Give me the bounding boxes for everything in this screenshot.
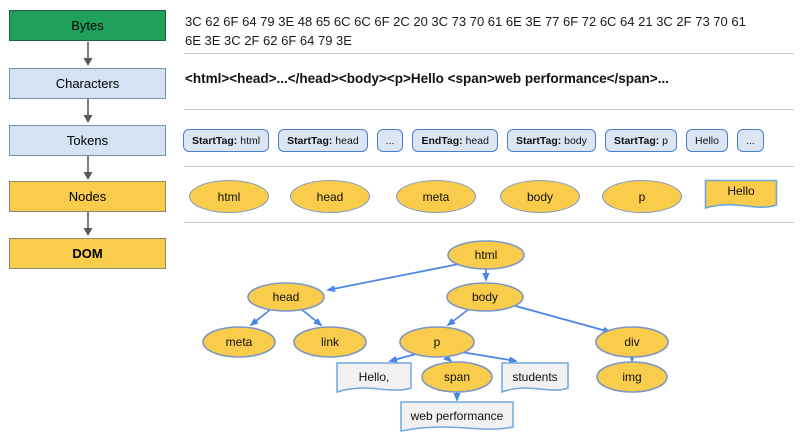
tree-textnode-webperf: [400, 401, 514, 432]
token-value: head: [462, 134, 489, 147]
tree-node-label: head: [273, 290, 300, 304]
text-node-hello: Hello: [704, 179, 778, 213]
node-label: Hello: [727, 184, 755, 198]
row-divider: [184, 166, 794, 167]
row-divider: [184, 53, 794, 54]
bytes-hex-line1: 3C 62 6F 64 79 3E 48 65 6C 6C 6F 2C 20 3…: [185, 14, 746, 29]
tree-node-label: web performance: [410, 409, 504, 423]
tree-node-label: Hello,: [359, 370, 390, 384]
stage-tokens: Tokens: [9, 125, 166, 156]
tree-textnode-hello: [336, 362, 412, 394]
tree-node-label: meta: [226, 335, 253, 349]
tree-node-label: body: [472, 290, 498, 304]
token-tag: StartTag:: [287, 134, 333, 147]
row-divider: [184, 222, 794, 223]
edge-html-head: [326, 263, 460, 293]
tree-node-label: div: [624, 335, 639, 349]
tree-node-label: html: [475, 248, 498, 262]
node-ellipse-meta: meta: [396, 180, 476, 213]
node-ellipse-body: body: [500, 180, 580, 213]
tree-node-label: img: [622, 370, 641, 384]
token-value: body: [561, 134, 587, 147]
tree-node-p: [399, 326, 475, 358]
dom-tree: html head body meta link p div span img …: [202, 240, 669, 432]
stage-dom: DOM: [9, 238, 166, 269]
stage-label: Bytes: [71, 18, 104, 33]
token-value: ...: [385, 134, 395, 147]
stage-nodes: Nodes: [9, 181, 166, 212]
token-tag: StartTag:: [515, 134, 562, 147]
bytes-hex-line2: 6E 3E 3C 2F 62 6F 64 79 3E: [185, 33, 352, 48]
edge-head-link: [300, 308, 323, 327]
tree-textnode-students: [501, 362, 569, 394]
token-pill: Hello: [686, 129, 728, 152]
token-pill: ...: [376, 129, 404, 152]
tokens-row: StartTag: html StartTag: head ... EndTag…: [183, 129, 764, 152]
node-label: head: [316, 189, 344, 204]
node-label: body: [526, 189, 554, 204]
tree-node-label: students: [512, 370, 557, 384]
tree-node-label: span: [444, 370, 470, 384]
tree-node-label: link: [321, 335, 340, 349]
token-value: html: [237, 134, 261, 147]
token-pill: StartTag: p: [604, 129, 678, 152]
token-value: p: [659, 134, 669, 147]
document-shape-icon: [704, 179, 778, 210]
token-pill: ...: [736, 129, 764, 152]
node-ellipse-head: head: [290, 180, 370, 213]
stage-label: Tokens: [66, 133, 109, 148]
row-divider: [184, 109, 794, 110]
tree-node-meta: [202, 326, 276, 358]
edge-body-div: [511, 304, 612, 334]
stage-label: DOM: [72, 246, 103, 261]
tree-node-span: [421, 361, 493, 393]
token-value: ...: [745, 134, 755, 147]
token-pill: StartTag: head: [278, 129, 368, 152]
node-ellipse-html: html: [189, 180, 269, 213]
tree-node-label: p: [434, 335, 441, 349]
edge-head-meta: [249, 308, 272, 327]
token-pill: EndTag: head: [412, 129, 498, 152]
tree-node-head: [247, 282, 325, 312]
tree-node-div: [595, 326, 669, 358]
node-label: p: [638, 189, 646, 204]
flow-arrow-down-icon: [83, 42, 93, 66]
edge-p-students: [454, 350, 518, 364]
tree-node-body: [446, 282, 524, 312]
tree-node-link: [293, 326, 367, 358]
tree-node-html: [447, 240, 525, 270]
token-tag: StartTag:: [192, 134, 238, 147]
token-pill: StartTag: body: [506, 129, 596, 152]
token-pill: StartTag: html: [183, 129, 270, 152]
tree-node-img: [596, 361, 668, 393]
token-tag: EndTag:: [421, 134, 463, 147]
node-ellipse-p: p: [602, 180, 682, 213]
stage-characters: Characters: [9, 68, 166, 99]
stage-label: Nodes: [68, 189, 107, 204]
token-tag: StartTag:: [613, 134, 660, 147]
stage-bytes: Bytes: [9, 10, 166, 41]
flow-arrow-down-icon: [83, 212, 93, 236]
node-label: meta: [422, 189, 450, 204]
characters-text: <html><head>...</head><body><p>Hello <sp…: [185, 71, 669, 86]
edge-body-p: [446, 308, 470, 327]
node-label: html: [217, 189, 241, 204]
token-value: Hello: [695, 134, 719, 147]
stage-label: Characters: [55, 76, 120, 91]
flow-arrow-down-icon: [83, 99, 93, 123]
flow-arrow-down-icon: [83, 156, 93, 180]
token-value: head: [332, 134, 359, 147]
